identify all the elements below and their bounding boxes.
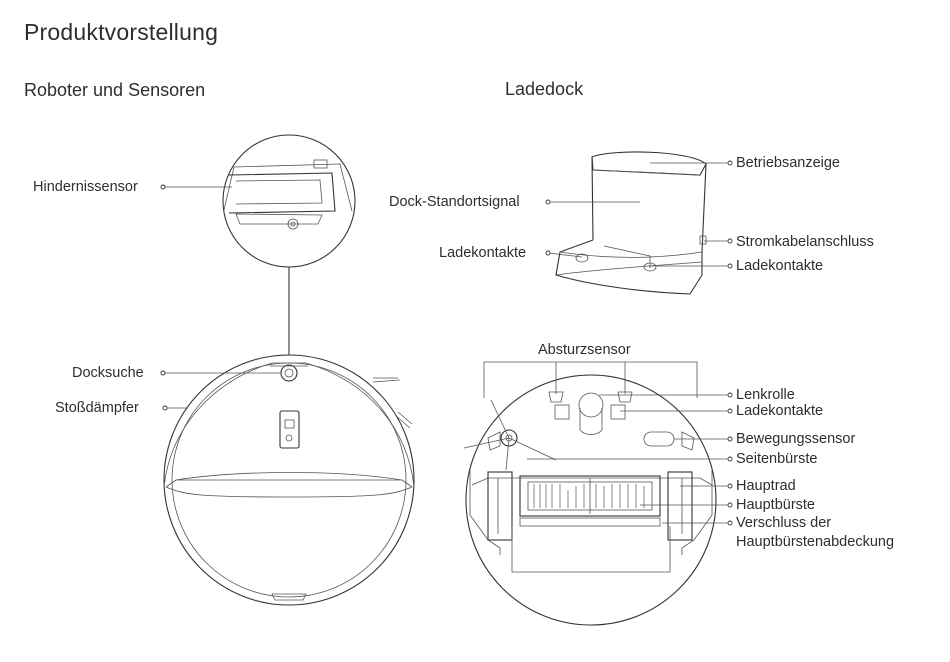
label-side-brush: Seitenbürste [736,450,817,468]
label-brush-cover-latch-line2: Hauptbürstenabdeckung [736,533,894,551]
label-motion-sensor: Bewegungssensor [736,430,855,448]
label-obstacle-sensor: Hindernissensor [33,178,138,196]
caster-wheel [579,393,603,417]
label-charging-contacts: Ladekontakte [736,402,823,420]
label-dock-contacts-left: Ladekontakte [439,244,526,262]
dust-bin [512,526,670,572]
label-brush-cover-latch-line1: Verschluss der [736,514,831,532]
side-brush-bottom [464,400,556,470]
main-wheel-right [668,472,692,540]
dock-search-sensor [281,365,297,381]
label-status-indicator: Betriebsanzeige [736,154,840,172]
label-dock-contacts-right: Ladekontakte [736,257,823,275]
label-dock-signal: Dock-Standortsignal [389,193,520,211]
charging-dock [556,152,706,294]
label-power-port: Stromkabelanschluss [736,233,874,251]
label-main-wheel: Hauptrad [736,477,796,495]
robot-top-view [164,135,414,605]
label-dock-search: Docksuche [72,364,144,382]
label-main-brush: Hauptbürste [736,496,815,514]
robot-bottom-view [464,375,716,625]
side-brush-top [373,378,412,428]
motion-sensor [644,432,674,446]
obstacle-sensor-zoom [223,135,355,355]
main-wheel-left [488,472,512,540]
label-bumper: Stoßdämpfer [55,399,139,417]
control-buttons [280,411,299,448]
label-cliff-sensor: Absturzsensor [538,341,631,359]
